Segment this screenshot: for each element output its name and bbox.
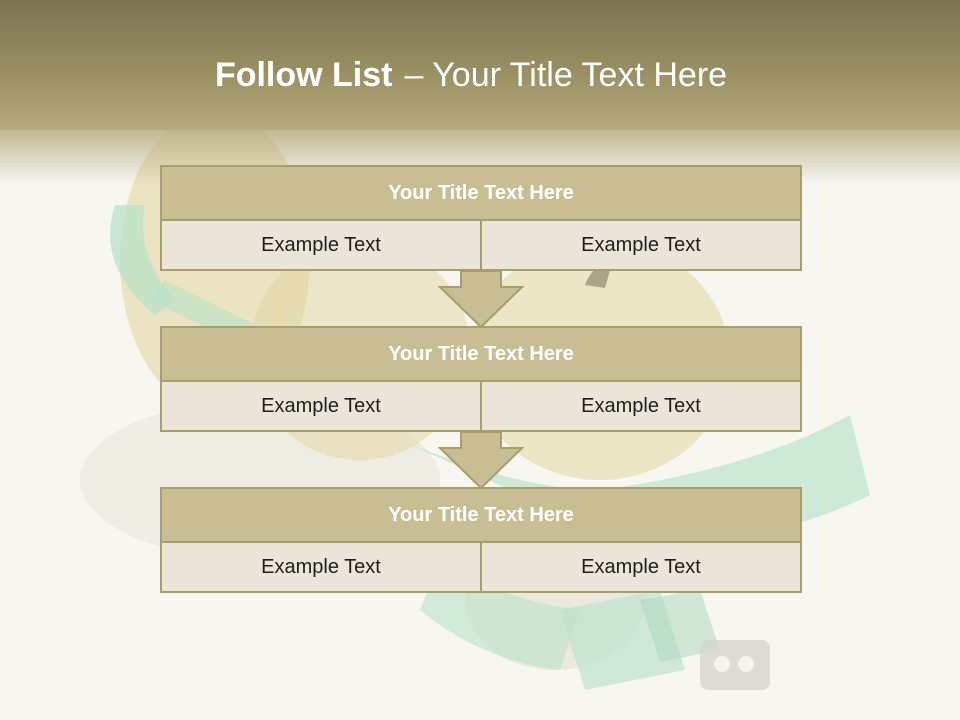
header-band [0, 0, 960, 130]
step-cell-left: Example Text [160, 221, 482, 271]
down-arrow-icon [438, 432, 524, 490]
step-cell-left: Example Text [160, 543, 482, 593]
step-title: Your Title Text Here [160, 487, 802, 543]
slide-title: Follow List – Your Title Text Here [0, 52, 942, 98]
slide-title-bold: Follow List [214, 56, 393, 94]
step-block-3: Your Title Text Here Example Text Exampl… [160, 487, 802, 593]
down-arrow-icon [438, 271, 524, 329]
step-block-1: Your Title Text Here Example Text Exampl… [160, 165, 802, 271]
step-cell-right: Example Text [482, 543, 802, 593]
step-block-2: Your Title Text Here Example Text Exampl… [160, 326, 802, 432]
step-cell-right: Example Text [482, 221, 802, 271]
step-row: Example Text Example Text [160, 382, 802, 432]
step-title: Your Title Text Here [160, 326, 802, 382]
step-title: Your Title Text Here [160, 165, 802, 221]
step-cell-left: Example Text [160, 382, 482, 432]
step-cell-right: Example Text [482, 382, 802, 432]
slide-title-rest: – Your Title Text Here [404, 56, 728, 94]
step-row: Example Text Example Text [160, 543, 802, 593]
step-row: Example Text Example Text [160, 221, 802, 271]
